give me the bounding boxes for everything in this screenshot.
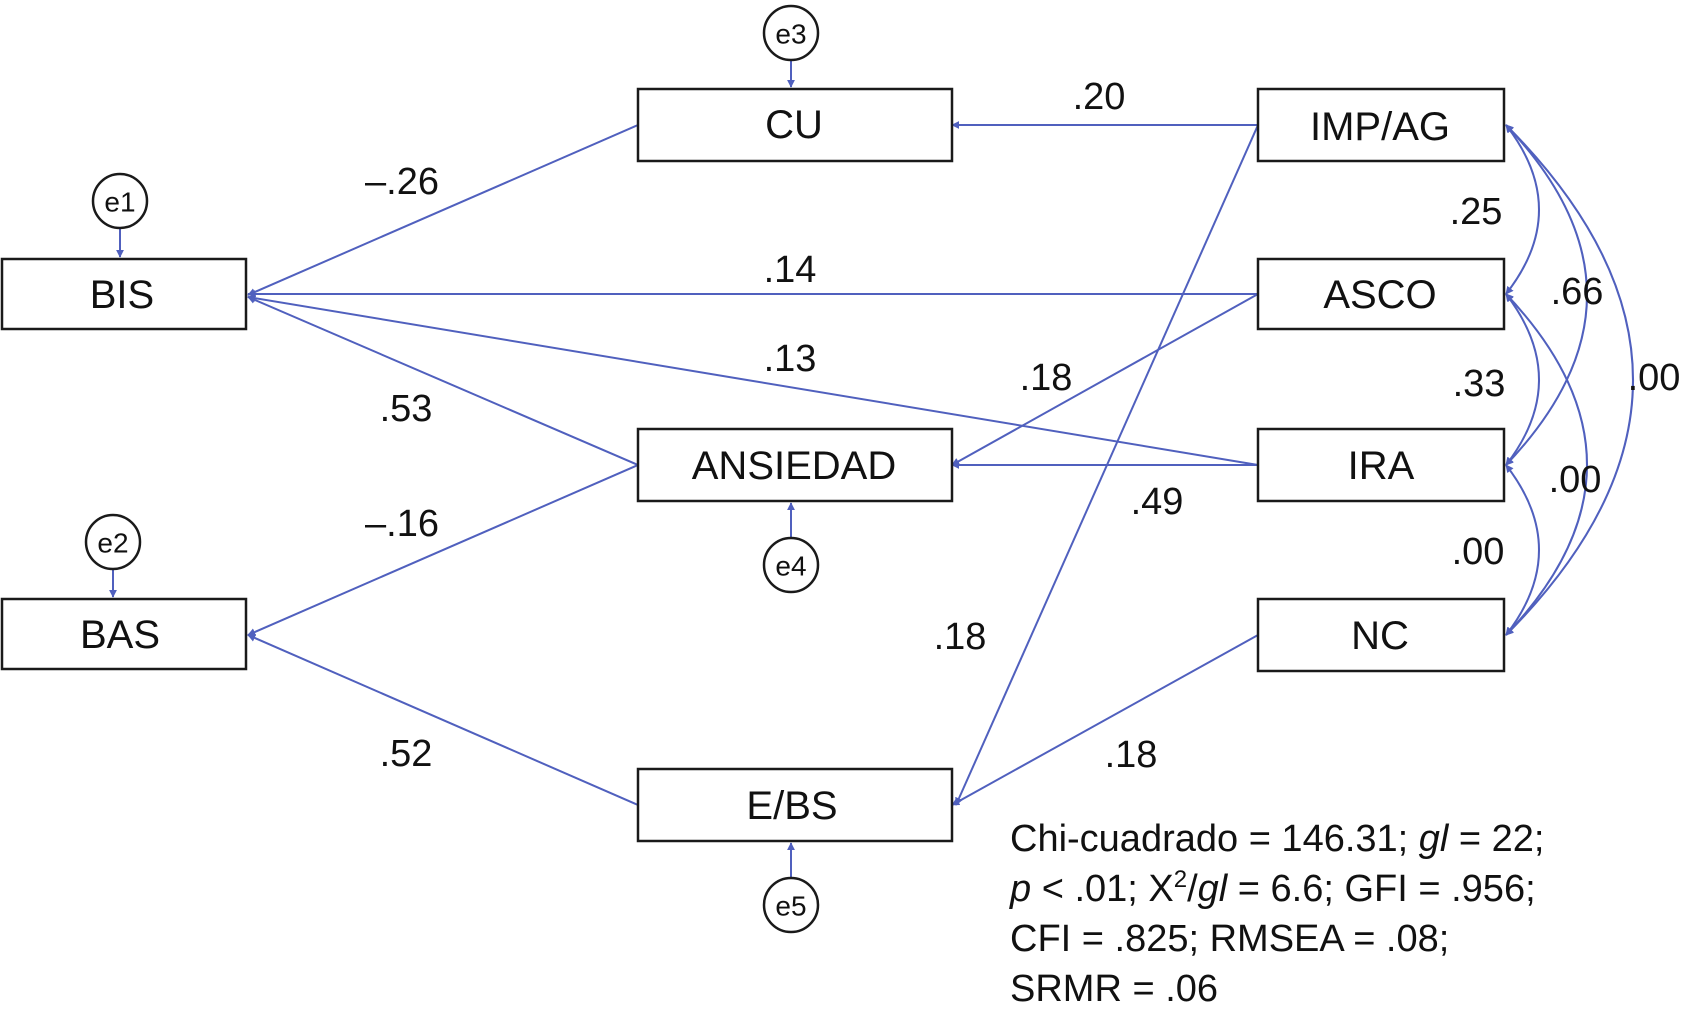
node-impag-label: IMP/AG — [1310, 105, 1450, 149]
node-nc-box — [1256, 597, 1506, 673]
correlation-impag-asco — [1505, 124, 1540, 295]
arrow-cu-to-bis — [247, 124, 639, 296]
node-ansiedad-label: ANSIEDAD — [692, 444, 897, 488]
arrow-ansiedad-to-bis — [247, 296, 639, 466]
fit-statistics: Chi-cuadrado = 146.31; gl = 22; p < .01;… — [1009, 818, 1545, 1010]
coef-ira-ansiedad: .49 — [1131, 481, 1184, 523]
arrow-ira-to-bis — [247, 294, 1259, 466]
coef-asco-bis: .14 — [764, 249, 817, 291]
coef-ebs-bas: .52 — [380, 733, 433, 775]
node-bas-box — [0, 597, 248, 671]
coef-nc-ebs: .18 — [1105, 734, 1158, 776]
node-ebs-box — [636, 767, 954, 843]
node-ira-label: IRA — [1348, 444, 1415, 488]
error-e5-label: e5 — [775, 891, 806, 922]
node-ira-box — [1256, 427, 1506, 503]
coef-cu-bis: –.26 — [365, 161, 439, 203]
coef-impag-ebs: .18 — [934, 616, 987, 658]
node-ebs-label: E/BS — [746, 784, 837, 828]
error-e1-circle — [91, 172, 149, 230]
coef-asco-ansiedad: .18 — [1020, 357, 1073, 399]
fit-line-2: p < .01; X2/gl = 6.6; GFI = .956; — [1009, 866, 1536, 910]
arrow-nc-to-ebs — [951, 634, 1259, 806]
error-e2-circle — [84, 513, 142, 571]
node-asco-label: ASCO — [1323, 273, 1436, 317]
corr-impag-ira: .66 — [1551, 271, 1604, 313]
node-cu-label: CU — [765, 103, 823, 147]
node-bas-label: BAS — [80, 613, 160, 657]
error-e3-label: e3 — [775, 19, 806, 50]
node-asco-box — [1256, 257, 1506, 331]
correlation-asco-ira — [1505, 293, 1540, 466]
node-bis-label: BIS — [90, 273, 154, 317]
error-e5-circle — [762, 876, 820, 934]
coef-ansiedad-bas: –.16 — [365, 503, 439, 545]
fit-line-1: Chi-cuadrado = 146.31; gl = 22; — [1010, 818, 1545, 860]
node-bis-box — [0, 257, 248, 331]
node-cu-box — [636, 87, 954, 163]
corr-ira-nc: .00 — [1452, 531, 1505, 573]
fit-line-4: SRMR = .06 — [1010, 968, 1218, 1010]
error-e3-circle — [762, 4, 820, 62]
coef-ira-bis: .13 — [764, 338, 817, 380]
correlation-asco-nc — [1505, 293, 1588, 636]
arrow-ansiedad-to-bas — [247, 464, 639, 636]
error-e4-circle — [762, 536, 820, 594]
corr-impag-nc: .00 — [1628, 357, 1681, 399]
correlation-impag-ira — [1505, 124, 1588, 466]
corr-impag-asco: .25 — [1450, 191, 1503, 233]
node-impag-box — [1256, 87, 1506, 163]
correlation-ira-nc — [1505, 464, 1540, 636]
correlation-impag-nc — [1505, 124, 1634, 636]
node-nc-label: NC — [1351, 614, 1409, 658]
coef-ansiedad-bis: .53 — [380, 388, 433, 430]
corr-asco-ira: .33 — [1453, 363, 1506, 405]
error-e2-label: e2 — [97, 528, 128, 559]
coef-impag-cu: .20 — [1073, 76, 1126, 118]
node-ansiedad-box — [636, 427, 954, 503]
arrow-ebs-to-bas — [247, 634, 639, 806]
arrow-asco-to-ansiedad — [951, 293, 1259, 466]
corr-asco-nc: .00 — [1549, 459, 1602, 501]
arrow-impag-to-ebs — [955, 124, 1259, 806]
error-e4-label: e4 — [775, 551, 806, 582]
fit-line-3: CFI = .825; RMSEA = .08; — [1010, 918, 1449, 960]
error-e1-label: e1 — [104, 187, 135, 218]
